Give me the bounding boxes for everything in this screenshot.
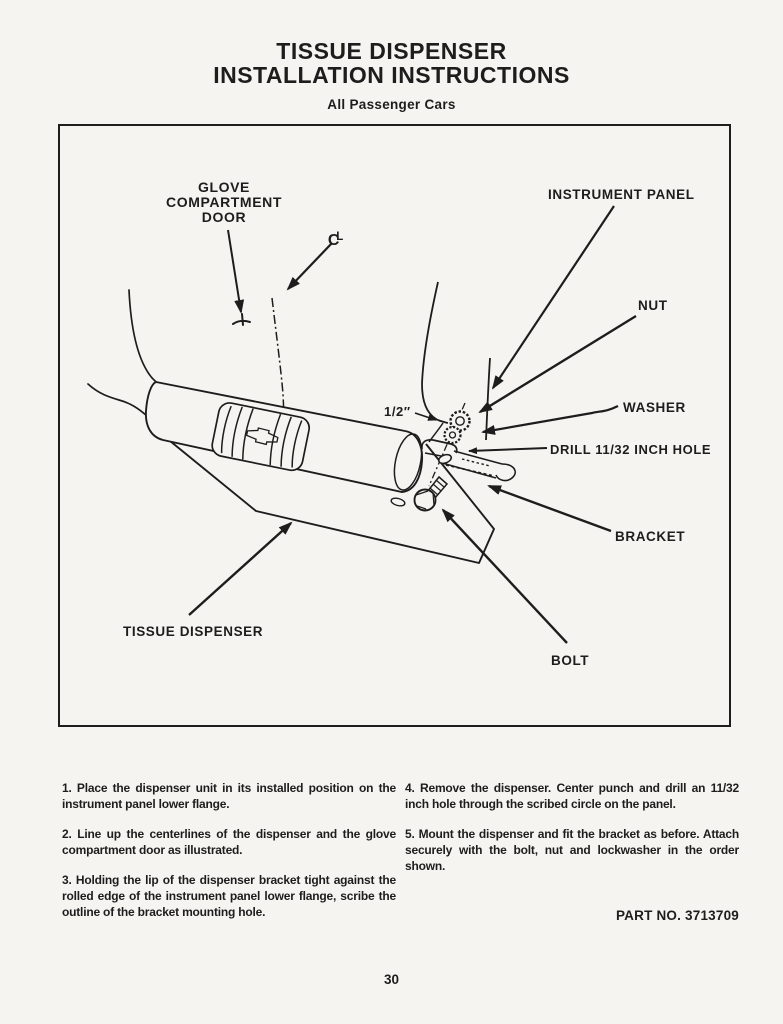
instruction-step-5: 5. Mount the dispenser and fit the brack… — [405, 826, 739, 873]
washer-leader-line — [481, 405, 619, 435]
instruction-step-2: 2. Line up the centerlines of the dispen… — [62, 826, 396, 857]
drill-hole-leader-line — [468, 447, 548, 455]
panel-slot — [390, 497, 406, 507]
instruction-step-3: 3. Holding the lip of the dispenser brac… — [62, 872, 396, 919]
dispenser-rib — [220, 405, 232, 454]
instrument-panel-leader-line — [491, 205, 615, 390]
bolt-leader-line — [441, 508, 568, 644]
chevrolet-bowtie-icon — [245, 427, 279, 446]
bolt-threads — [429, 479, 445, 496]
installation-diagram: GLOVE COMPARTMENT DOOR C L INSTRUMENT PA… — [87, 179, 711, 668]
page-title-line1: TISSUE DISPENSER — [276, 38, 507, 64]
centerline-symbol-l: L — [336, 231, 344, 243]
dispenser-mounting-panel — [158, 431, 495, 564]
label-glove-line1: GLOVE — [198, 179, 250, 195]
bracket-leader-line — [487, 484, 612, 533]
bolt-head-facets — [415, 490, 435, 510]
dispenser-rib — [269, 413, 282, 466]
label-tissue-dispenser: TISSUE DISPENSER — [123, 624, 263, 639]
bolt — [413, 475, 449, 512]
bracket-lip — [421, 438, 458, 454]
bracket-mounting-hole — [437, 453, 453, 465]
page-subtitle: All Passenger Cars — [327, 96, 456, 112]
instructions-left-column: 1. Place the dispenser unit in its insta… — [62, 781, 396, 935]
door-centerline-marker — [232, 313, 251, 326]
tissue-dispenser-leader-line — [188, 521, 293, 616]
bolt-head — [413, 488, 437, 512]
instruction-step-1: 1. Place the dispenser unit in its insta… — [62, 781, 396, 811]
washer-hole — [448, 431, 457, 439]
bracket — [421, 438, 516, 482]
glove-door-leader-line — [227, 229, 245, 314]
dispenser-rib — [291, 420, 303, 468]
bracket-scribe-dashes — [445, 464, 495, 477]
diagram-frame: GLOVE COMPARTMENT DOOR C L INSTRUMENT PA… — [58, 124, 731, 727]
label-glove-line3: DOOR — [202, 209, 246, 225]
label-bracket: BRACKET — [615, 529, 685, 544]
label-half-inch: 1/2″ — [384, 404, 411, 419]
centerline-curve — [271, 297, 285, 417]
label-bolt: BOLT — [551, 653, 589, 668]
glove-door-edge-curve — [128, 289, 165, 388]
centerline-symbol-c: C — [328, 232, 340, 249]
page-number: 30 — [383, 972, 400, 987]
dispenser-rib — [280, 416, 292, 467]
glove-door-lower-curve — [87, 383, 148, 417]
bracket-rolled-edge — [495, 463, 516, 482]
instruction-step-4: 4. Remove the dispenser. Center punch an… — [405, 781, 739, 811]
instrument-panel-curve-left — [421, 281, 449, 424]
nut-leader-line — [478, 314, 637, 414]
washer — [443, 425, 462, 445]
instructions-right-column: 4. Remove the dispenser. Center punch an… — [405, 781, 739, 925]
page-title-line2: INSTALLATION INSTRUCTIONS — [213, 61, 570, 88]
instrument-panel-curve-right — [485, 357, 491, 441]
centerline-leader-line — [286, 242, 333, 291]
label-glove-line2: COMPARTMENT — [166, 194, 282, 210]
nut-hole — [455, 416, 465, 426]
label-washer: WASHER — [623, 400, 686, 415]
dispenser-endcap — [393, 433, 423, 491]
centerline-symbol: C L — [328, 231, 344, 249]
part-number: PART NO. 3713709 — [615, 907, 739, 923]
label-instrument-panel: INSTRUMENT PANEL — [548, 187, 695, 202]
band-outline — [211, 402, 311, 472]
dispenser-rib — [242, 408, 254, 460]
label-nut: NUT — [638, 298, 668, 313]
dispenser-rib — [231, 406, 243, 457]
label-drill-hole: DRILL 11/32 INCH HOLE — [550, 442, 711, 457]
dispenser-ribbed-band — [211, 402, 311, 472]
half-inch-leader-line — [414, 412, 437, 421]
